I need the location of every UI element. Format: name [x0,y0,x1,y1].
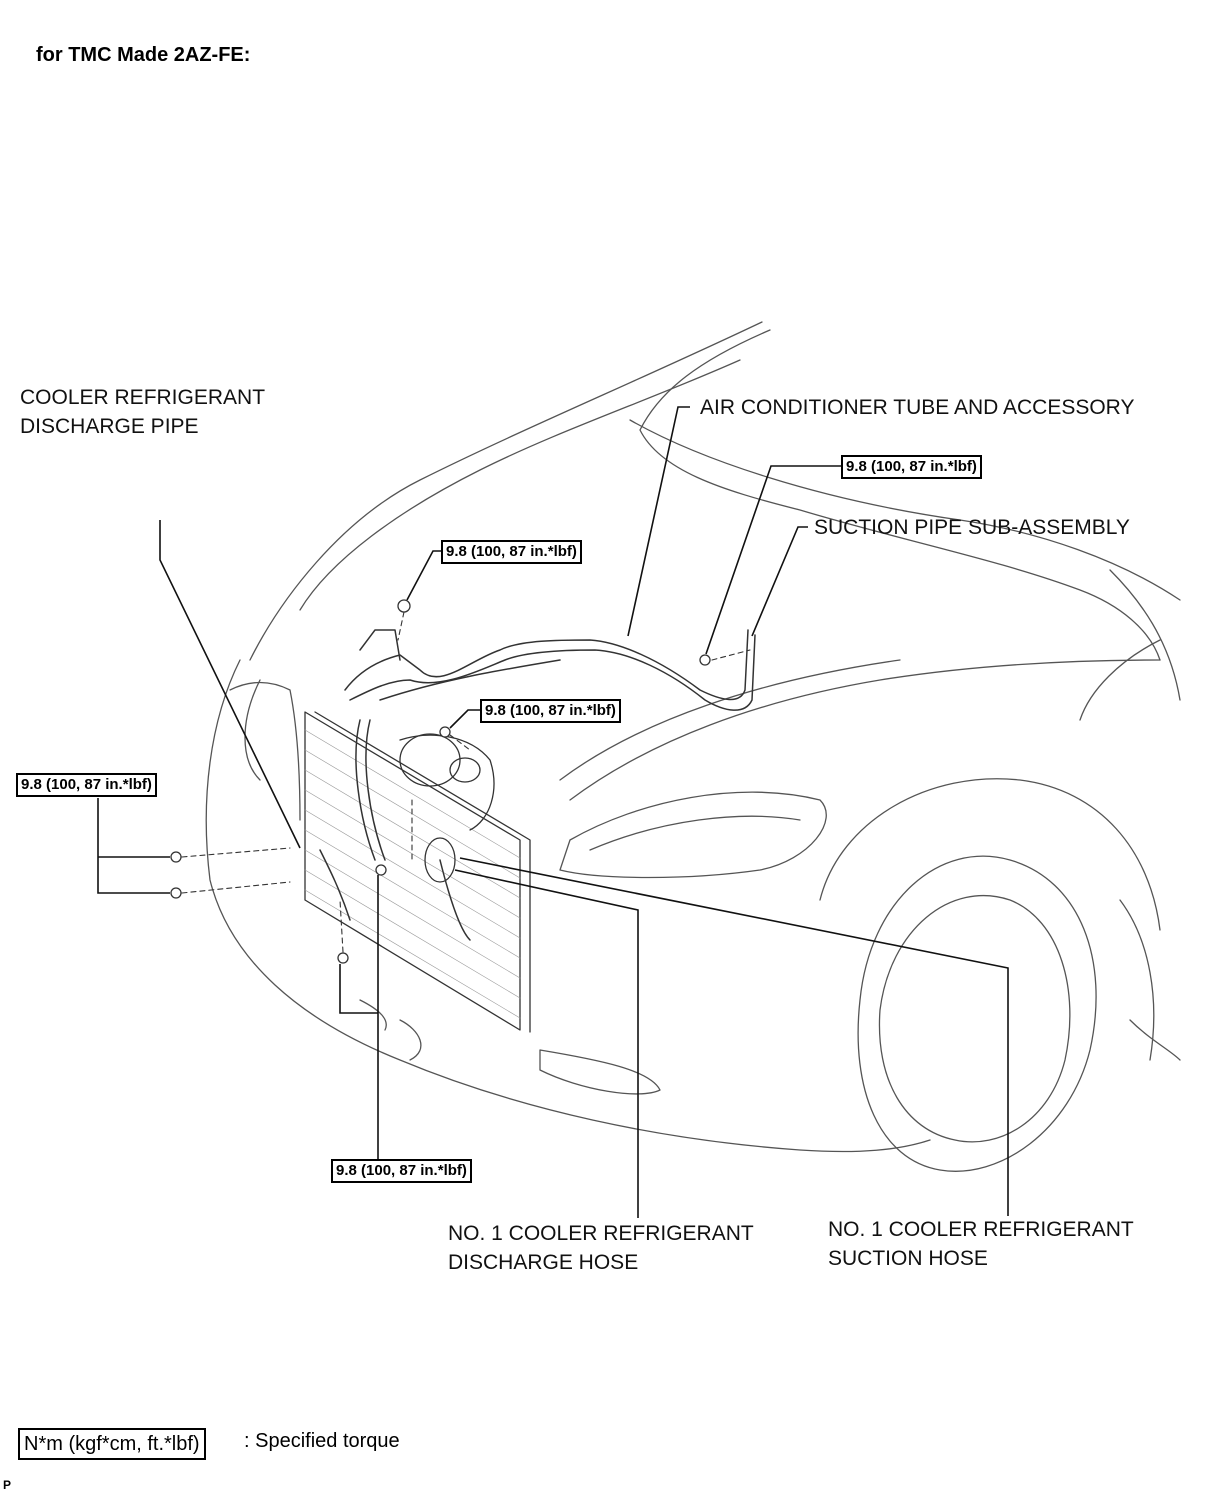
bolts [170,599,711,964]
hood-outline [249,321,763,661]
torque-spec-bottom: 9.8 (100, 87 in.*lbf) [331,1159,472,1183]
label-air-conditioner-tube: AIR CONDITIONER TUBE AND ACCESSORY [700,396,1135,419]
ac-tube [319,629,756,941]
page-title: for TMC Made 2AZ-FE: [36,44,251,66]
compressor [399,733,495,883]
leader-discharge-pipe [159,520,301,849]
legend-unit-box: N*m (kgf*cm, ft.*lbf) [18,1428,206,1460]
front-wheel [857,855,1097,1172]
figure-code: P [3,1478,12,1492]
legend-description: : Specified torque [244,1430,400,1452]
leader-torque-t3 [705,465,841,655]
headlight [559,791,827,879]
label-discharge-hose: NO. 1 COOLER REFRIGERANT DISCHARGE HOSE [448,1222,754,1274]
leader-suction-pipe [751,526,808,637]
bumper [205,659,931,1153]
torque-spec-left-bolts: 9.8 (100, 87 in.*lbf) [16,773,157,797]
torque-spec-suction: 9.8 (100, 87 in.*lbf) [841,455,982,479]
leader-ac-tube [627,406,690,637]
windshield-line [1109,569,1181,701]
leader-torque-t4 [97,798,170,894]
torque-spec-top: 9.8 (100, 87 in.*lbf) [441,540,582,564]
leader-torque-t5 [339,875,379,1160]
torque-spec-compressor: 9.8 (100, 87 in.*lbf) [480,699,621,723]
condenser [304,711,531,1033]
label-suction-hose: NO. 1 COOLER REFRIGERANT SUCTION HOSE [828,1218,1134,1270]
leader-torque-t1 [406,550,441,601]
fender [819,778,1161,931]
leader-discharge-hose [454,869,639,1218]
label-suction-pipe-sub-assembly: SUCTION PIPE SUB-ASSEMBLY [814,516,1130,539]
leader-torque-t2 [449,709,480,729]
leader-suction-hose [459,857,1009,1216]
label-cooler-refrigerant-discharge-pipe: COOLER REFRIGERANT DISCHARGE PIPE [20,386,266,438]
